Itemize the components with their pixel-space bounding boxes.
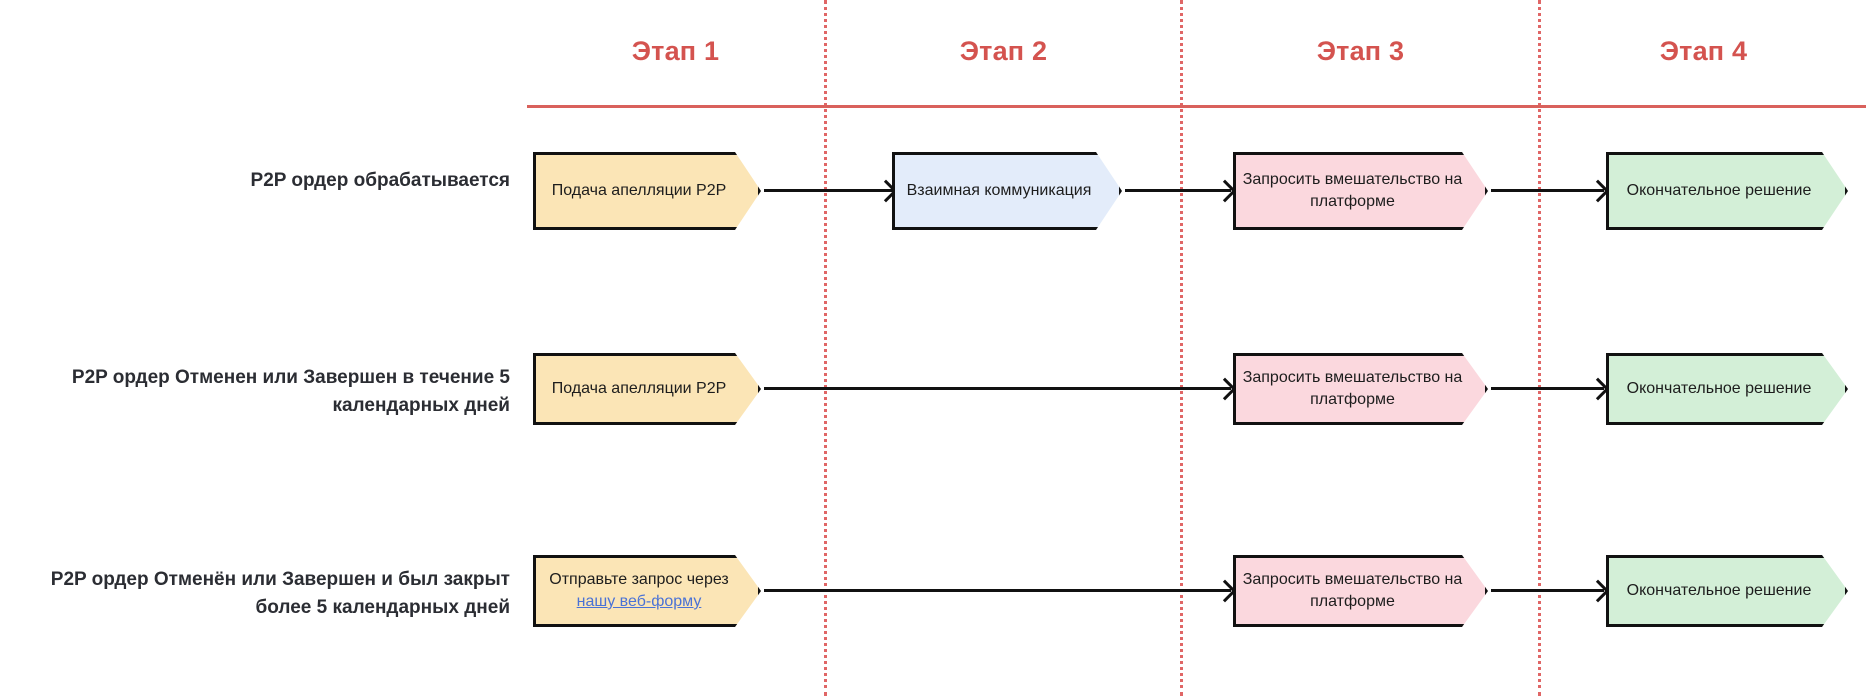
node-r3-stage3[interactable]: Запросить вмешательство на платформе [1233,555,1488,627]
node-r1-stage2[interactable]: Взаимная коммуникация [892,152,1122,230]
node-r2-stage1-text: Подача апелляции P2P [551,380,727,398]
stage-header-2-label: Этап 2 [959,36,1048,66]
stage-header-4-label: Этап 4 [1659,36,1748,66]
stage-divider-3 [1538,0,1541,696]
node-r3-stage1[interactable]: Отправьте запрос через нашу веб-форму [533,555,761,627]
connector-r3-2 [1491,589,1604,592]
stage-divider-2 [1180,0,1183,696]
node-r2-stage1[interactable]: Подача апелляции P2P [533,353,761,425]
node-r3-stage3-text: Запросить вмешательство на платформе [1242,571,1463,610]
node-r3-stage1-prefix: Отправьте запрос через [549,571,729,589]
connector-r1-2 [1125,189,1231,192]
connector-r1-3 [1491,189,1604,192]
web-form-link[interactable]: нашу веб-форму [576,593,702,610]
node-r1-stage4-text: Окончательное решение [1626,182,1812,200]
node-r2-stage3-text: Запросить вмешательство на платформе [1242,369,1463,408]
row-label-1-text: P2P ордер обрабатывается [250,170,510,191]
stage-header-3-label: Этап 3 [1316,36,1405,66]
node-r1-stage2-text: Взаимная коммуникация [906,182,1092,200]
node-r1-stage4[interactable]: Окончательное решение [1606,152,1848,230]
node-r1-stage1-text: Подача апелляции P2P [551,182,727,200]
node-r2-stage3[interactable]: Запросить вмешательство на платформе [1233,353,1488,425]
row-label-2: P2P ордер Отменен или Завершен в течение… [20,364,510,419]
node-r3-stage4-text: Окончательное решение [1626,582,1812,600]
row-label-2-text: P2P ордер Отменен или Завершен в течение… [71,367,510,416]
node-r2-stage4-text: Окончательное решение [1626,380,1812,398]
node-r2-stage4[interactable]: Окончательное решение [1606,353,1848,425]
stage-header-2: Этап 2 [827,36,1180,67]
stage-header-3: Этап 3 [1183,36,1538,67]
connector-r3-1 [764,589,1231,592]
node-r1-stage1[interactable]: Подача апелляции P2P [533,152,761,230]
connector-r2-1 [764,387,1231,390]
node-r1-stage3-text: Запросить вмешательство на платформе [1242,171,1463,210]
stage-divider-1 [824,0,827,696]
node-r3-stage1-text: Отправьте запрос через нашу веб-форму [536,569,758,612]
row-label-3: P2P ордер Отменён или Завершен и был зак… [10,566,510,621]
stage-header-1: Этап 1 [527,36,824,67]
node-r3-stage4[interactable]: Окончательное решение [1606,555,1848,627]
stage-header-4: Этап 4 [1541,36,1866,67]
node-r1-stage3[interactable]: Запросить вмешательство на платформе [1233,152,1488,230]
header-rule [527,105,1866,108]
row-label-3-text: P2P ордер Отменён или Завершен и был зак… [50,569,510,618]
stage-header-1-label: Этап 1 [631,36,720,66]
connector-r2-2 [1491,387,1604,390]
row-label-1: P2P ордер обрабатывается [20,167,510,195]
connector-r1-1 [764,189,892,192]
